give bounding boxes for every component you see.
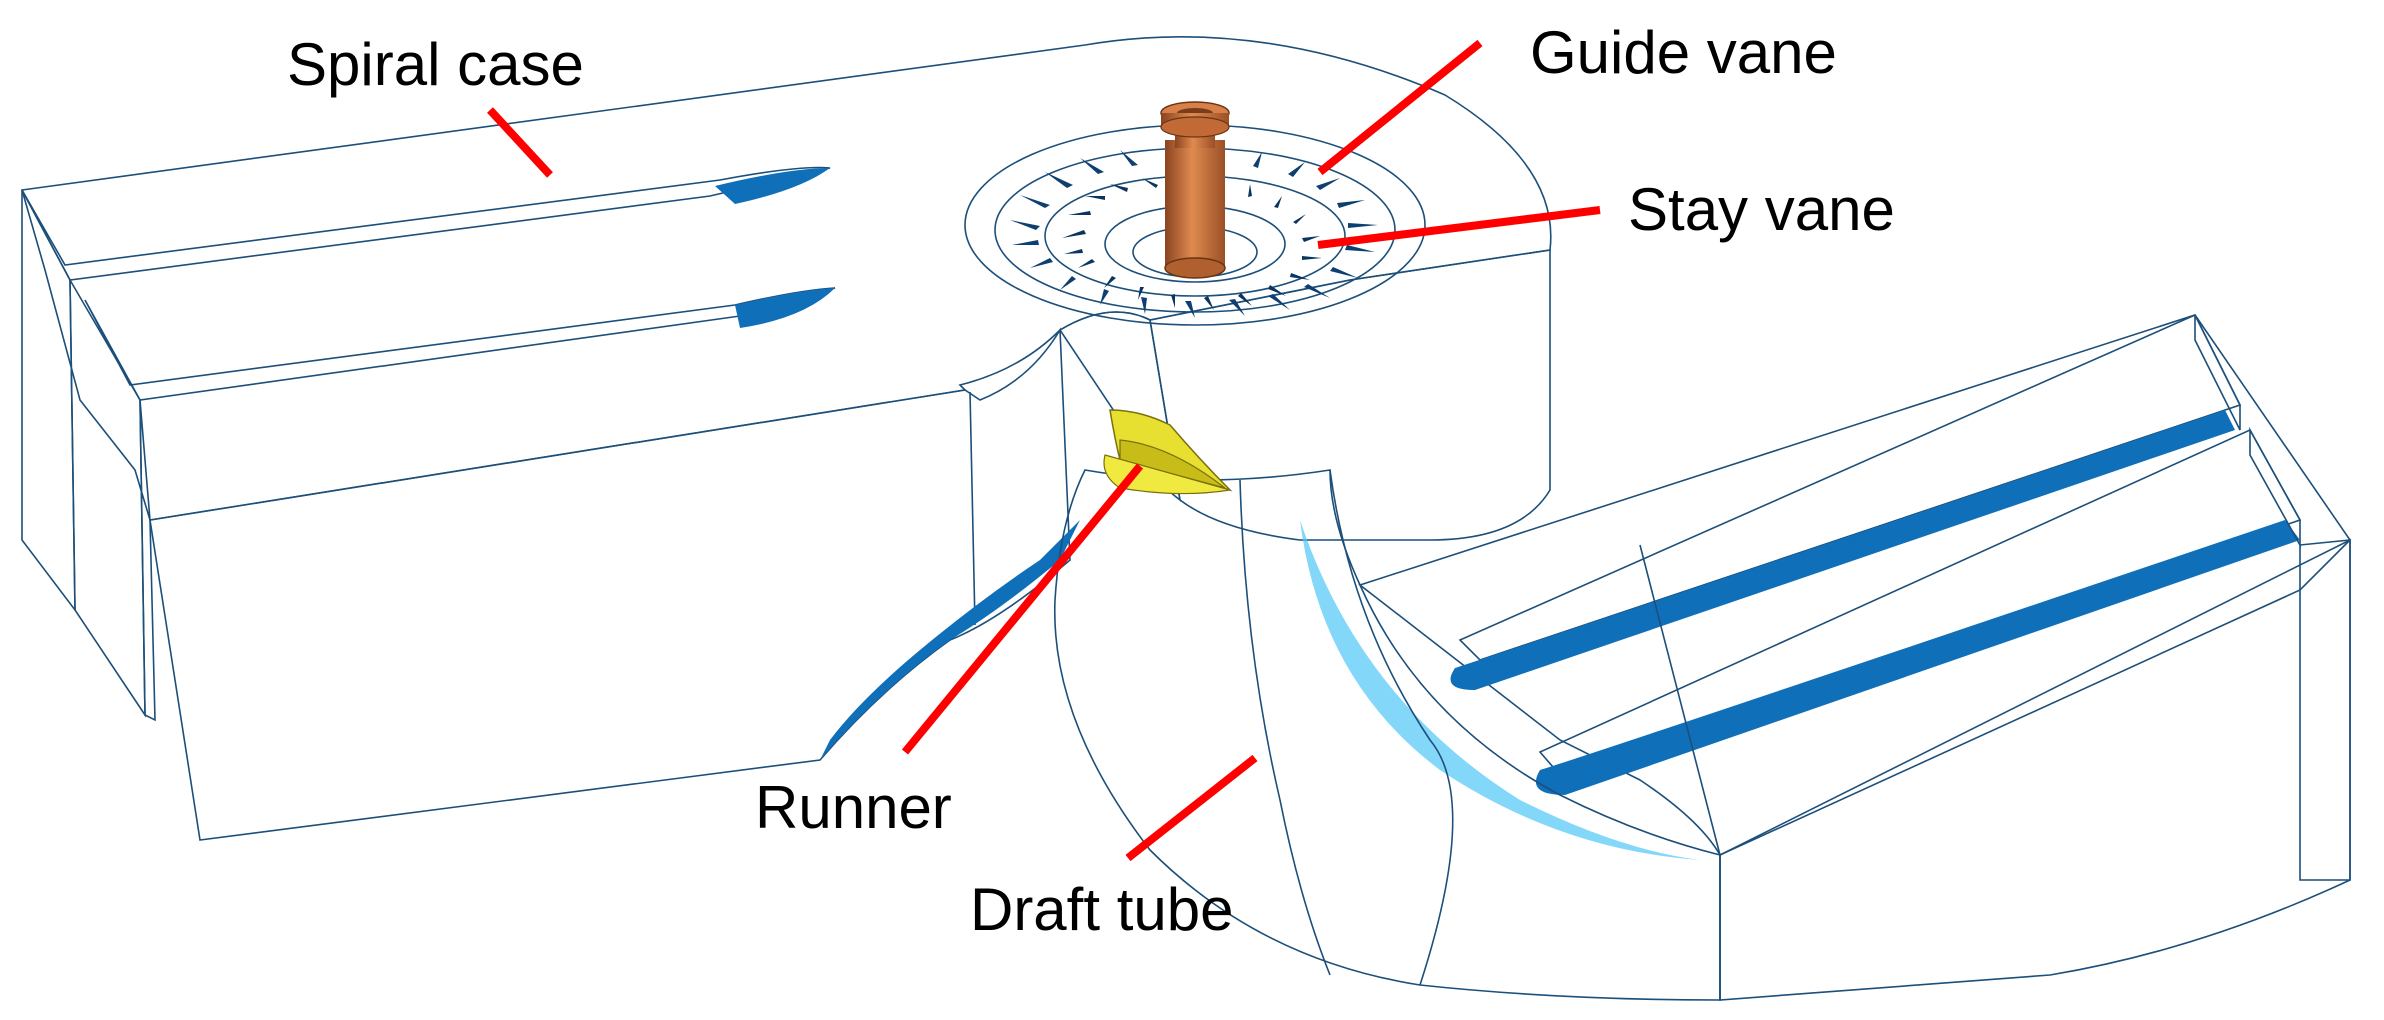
spiral-case-cutaway: [820, 520, 1080, 760]
leader-lines: [487, 39, 1601, 862]
stay-vane: [1045, 172, 1073, 188]
stay-vane: [1304, 284, 1330, 298]
draft-tube-label: Draft tube: [970, 876, 1233, 943]
stay-vane: [1185, 301, 1195, 318]
draft-tube-highlight: [1300, 520, 1700, 860]
draft-tube-elbow: [1053, 469, 1721, 1001]
outlet-pier-end-3: [2299, 539, 2351, 881]
guide-vane: [1138, 287, 1144, 300]
stay-vane: [1330, 267, 1358, 278]
stay-vane: [1316, 178, 1340, 190]
guide-vane: [1204, 296, 1214, 310]
guide-vane: [1062, 230, 1086, 238]
spiral-case-label: Spiral case: [287, 31, 584, 98]
draft-tube: [1053, 313, 2352, 1001]
outlet-slot-2: [1535, 520, 2300, 795]
stay-vane: [1020, 195, 1050, 208]
guide-vane: [1171, 294, 1175, 308]
guide-vane: [1068, 211, 1091, 215]
guide-vane: [1104, 276, 1116, 288]
stay-vane-label: Stay vane: [1628, 176, 1895, 243]
stay-vane: [1010, 220, 1040, 230]
pier-front-3: [139, 399, 156, 722]
stay-vane: [1060, 276, 1076, 290]
stay-vane: [1120, 150, 1138, 166]
runner-label: Runner: [755, 774, 952, 841]
guide-vane: [1110, 184, 1128, 192]
guide-vane: [1302, 256, 1322, 260]
guide-vane: [1268, 285, 1286, 296]
guide-vane: [1248, 184, 1252, 197]
guide-vane: [1274, 196, 1282, 208]
runner-band: [1103, 454, 1231, 495]
pier-front-1: [21, 189, 76, 613]
distributor: [964, 101, 1426, 326]
inlet-channel-step-1: [21, 166, 831, 281]
stay-vane: [1100, 289, 1109, 305]
main-shaft: [1160, 101, 1230, 279]
stay-vane: [1253, 152, 1262, 168]
spiral-case: [20, 36, 1552, 841]
guide-vane: [1290, 273, 1310, 280]
inlet-slot-2: [735, 288, 835, 328]
spiral-case-front-wall: [149, 327, 1071, 841]
stay-vane: [1030, 258, 1053, 268]
guide-vane: [1302, 236, 1320, 242]
inlet-slot-1: [715, 168, 830, 204]
stay-vane: [1345, 245, 1375, 252]
stay-vane: [1288, 162, 1305, 177]
spiral-case-leader: [487, 107, 553, 178]
outlet-slot-1: [1450, 410, 2235, 690]
runner-leader: [901, 463, 1144, 755]
draft-tube-leader: [1125, 754, 1258, 862]
guide-vane: [1293, 214, 1306, 224]
guide-vane: [1085, 196, 1105, 200]
runner-blade: [1119, 439, 1226, 489]
guide-vane: [1078, 259, 1095, 268]
stay-vane: [1268, 294, 1290, 310]
guide-vane: [1238, 293, 1252, 306]
stay-vane: [1141, 297, 1147, 314]
stay-vane: [1348, 223, 1378, 228]
stay-vane: [1012, 240, 1039, 245]
stay-vane: [1229, 299, 1245, 316]
spiral-case-rounded-end: [1149, 249, 1551, 541]
runner: [1103, 409, 1233, 495]
pier-front-2: [69, 276, 146, 718]
guide-vane: [1142, 178, 1158, 188]
stay-vane: [1337, 200, 1365, 208]
stay-vane: [1080, 158, 1104, 174]
guide-vane: [1064, 249, 1083, 254]
labels: Spiral case Guide vane Stay vane Runner …: [287, 19, 1895, 943]
draft-tube-outlet-top: [1358, 314, 2352, 857]
guide-vane-label: Guide vane: [1530, 19, 1837, 86]
outlet-pier-end-1: [2194, 314, 2241, 431]
guide-vane-leader: [1317, 39, 1483, 176]
stay-vane-leader: [1317, 206, 1601, 249]
inlet-channel-step-2: [84, 287, 836, 401]
spiral-case-top-surface: [20, 36, 1552, 521]
draft-tube-outlet-front: [1719, 538, 2351, 1001]
